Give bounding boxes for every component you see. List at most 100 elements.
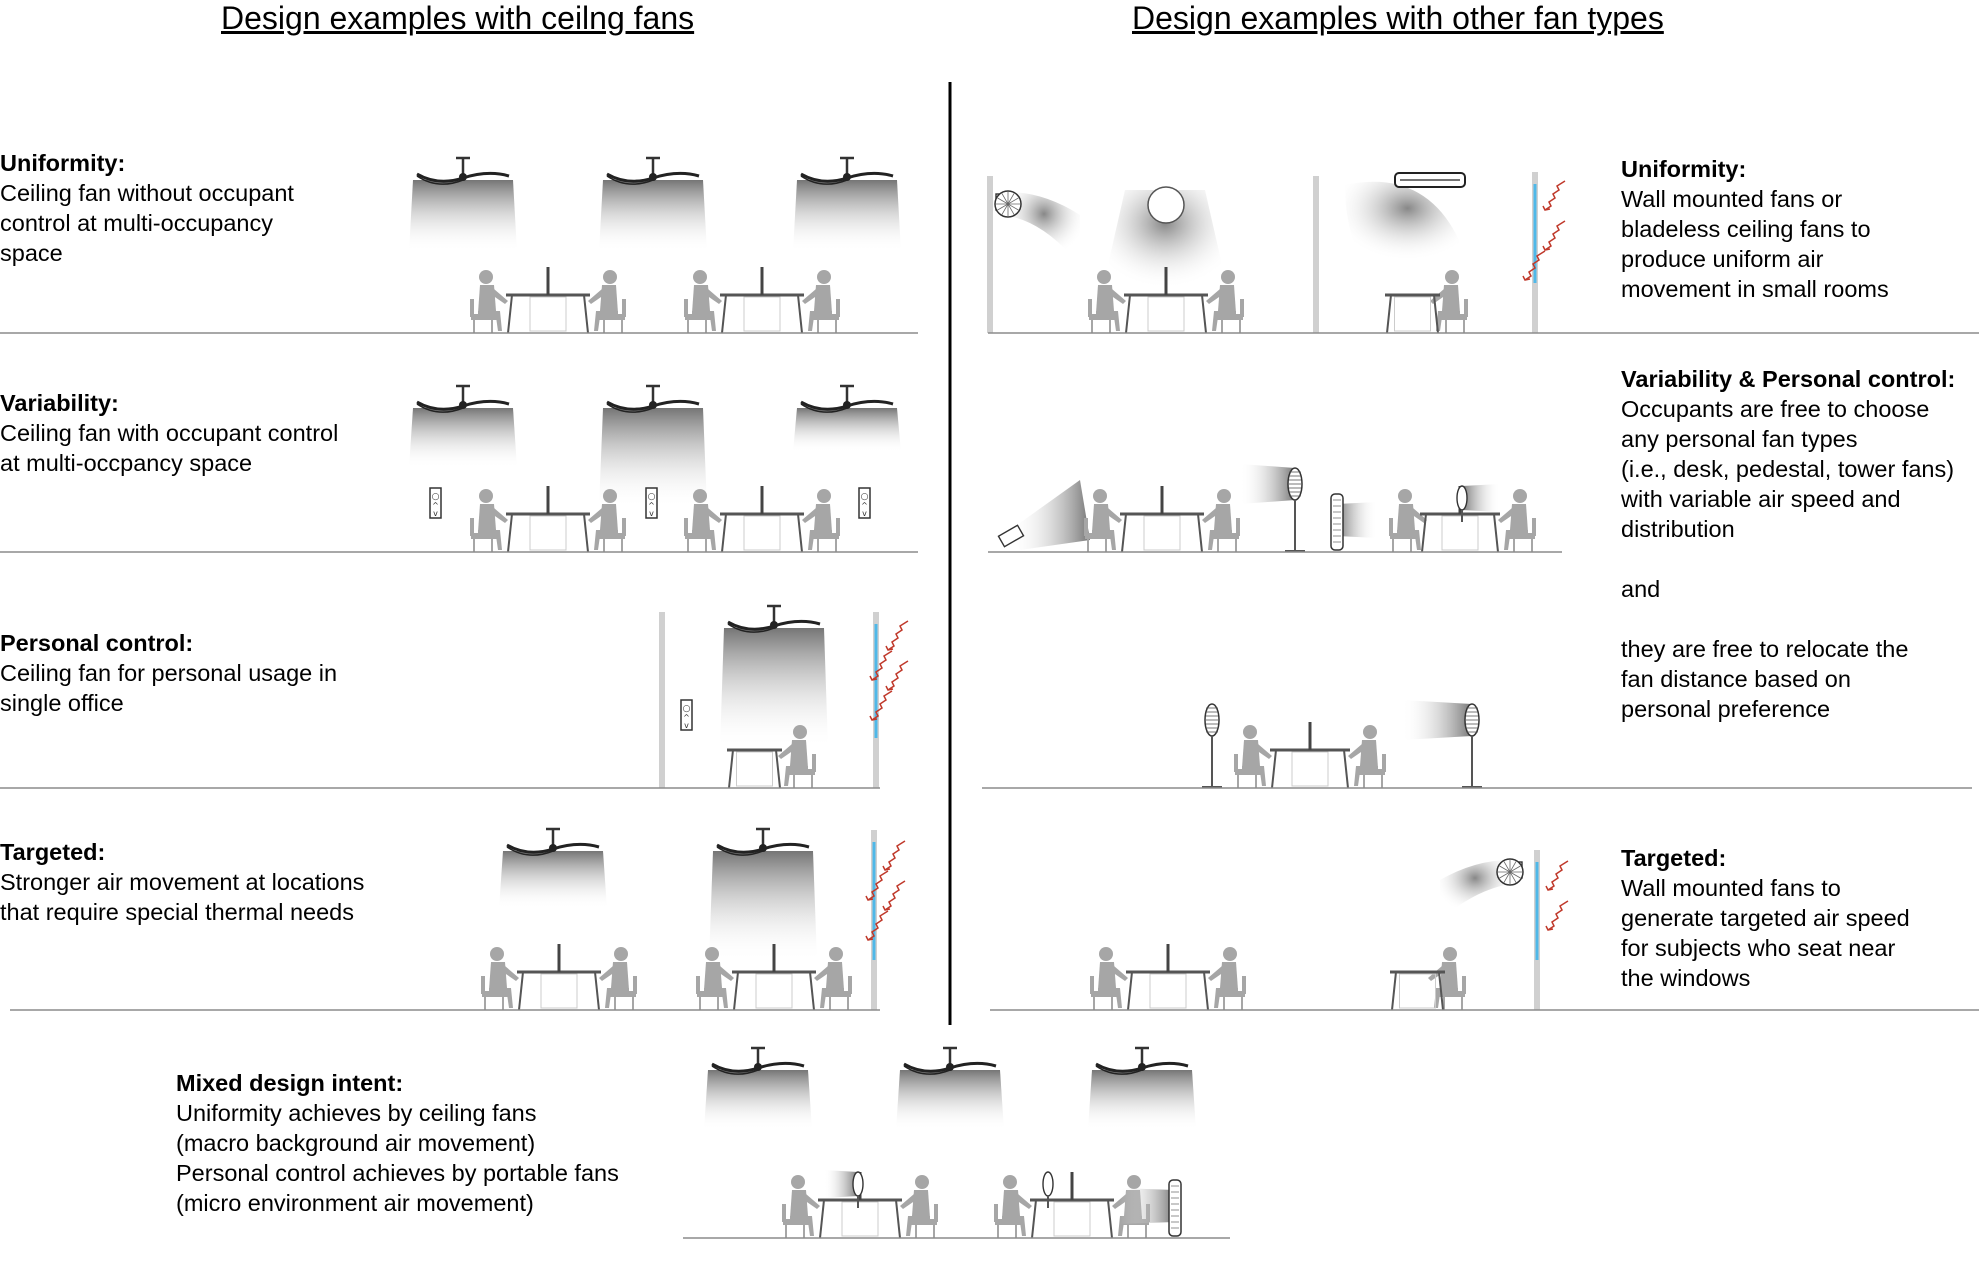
seated-person-icon [802,489,840,552]
desk-fan-icon [1042,1171,1054,1208]
fan-grill [997,197,1019,211]
control-glyph: ○ [648,492,656,502]
wall [659,612,665,788]
fan-hub [770,621,778,629]
person-arm [599,966,615,981]
desk-leg [809,971,815,1011]
desk-leg [1121,513,1127,553]
desk-fan-icon [1456,484,1500,522]
person-torso [611,962,629,990]
radiation-arrowhead [882,905,891,911]
right-row-uniformity: Uniformity: Wall mounted fans or bladele… [1621,154,1889,304]
row-line: (i.e., desk, pedestal, tower fans) [1621,456,1955,482]
fan-hub [946,1063,954,1071]
fan-hub [649,173,657,181]
fan-control-panel-icon: ○^v [680,699,693,731]
person-torso [790,1190,808,1218]
chair [1390,533,1416,552]
row-title: Variability: [0,390,119,416]
desk-icon [506,486,590,553]
person-arm [706,508,722,523]
person-torso [1397,504,1415,532]
pedestal-fan-icon [1402,700,1482,788]
person-torso [600,285,618,313]
airflow-beam [1402,700,1472,740]
wall-mounted-fan-icon [994,190,1080,265]
right-row-targeted: Targeted: Wall mounted fans to generate … [1621,843,1910,993]
chair [685,533,711,552]
person-head [1443,947,1457,961]
airflow-beam [1010,480,1090,550]
seated-person-icon [1428,947,1466,1010]
radiation-wave [1544,220,1566,251]
desk-leg [1127,971,1133,1011]
person-arm [804,1194,820,1209]
chair [911,1219,937,1238]
chair [599,314,625,333]
airflow-beam [824,1170,858,1198]
desk-cabinet [1441,515,1479,551]
fan-blade [416,403,464,413]
desk-leg [1203,971,1209,1011]
control-glyph: v [649,509,654,518]
row-line: movement in small rooms [1621,276,1889,302]
person-torso [814,504,832,532]
radiation-arrowhead [1542,205,1551,211]
ceiling-fan-icon [720,604,828,748]
desk-leg [1433,294,1439,334]
person-torso [692,285,710,313]
person-head [817,270,831,284]
desk-icon [506,267,590,334]
seated-person-icon [1348,725,1386,788]
chair-back [836,518,840,536]
desk-leg [1386,294,1392,334]
seated-person-icon [1090,947,1128,1010]
person-head [1003,1175,1017,1189]
fan-blade [711,1065,759,1075]
seated-person-icon [778,725,816,788]
person-torso [814,285,832,313]
control-body [429,487,442,519]
radiation-arrowhead [885,685,894,691]
chair [1089,314,1115,333]
radiation-arrowhead [869,675,878,681]
floor-fan-icon [997,524,1025,548]
chair [697,991,723,1010]
chair-back [1088,299,1092,317]
person-arm [718,966,734,981]
seated-person-icon [1430,270,1468,333]
person-torso [1092,504,1110,532]
solar-radiation-icon [1545,900,1569,931]
chair-back [1236,518,1240,536]
row-line: with variable air speed and [1621,486,1901,512]
row-line: (micro environment air movement) [176,1190,534,1216]
radiation-wave [884,840,906,871]
ceiling-fan-icon [709,827,817,961]
person-head [1221,270,1235,284]
desk-leg [733,971,739,1011]
seated-person-icon [684,270,722,333]
desk-leg [797,513,803,553]
desk-icon [1124,267,1208,334]
seated-person-icon [1206,270,1244,333]
desk-cabinet [841,1201,879,1237]
seated-person-icon [1088,270,1126,333]
desk-leg [819,1199,825,1239]
seated-person-icon [481,947,519,1010]
person-arm [1110,289,1126,304]
person-head [1217,489,1231,503]
control-glyph: v [433,509,438,518]
airflow-cone [1100,190,1230,300]
person-arm [588,289,604,304]
desk-leg [1493,513,1499,553]
chair-back [1389,518,1393,536]
seated-person-icon [1389,489,1427,552]
chair-back [1532,518,1536,536]
person-torso [704,962,722,990]
fan-grill [1499,865,1521,879]
row-line: they are free to relocate the [1621,636,1909,662]
person-torso [826,962,844,990]
fan-hub [549,844,557,852]
desk-cabinet [1399,973,1436,1009]
chair [825,991,851,1010]
